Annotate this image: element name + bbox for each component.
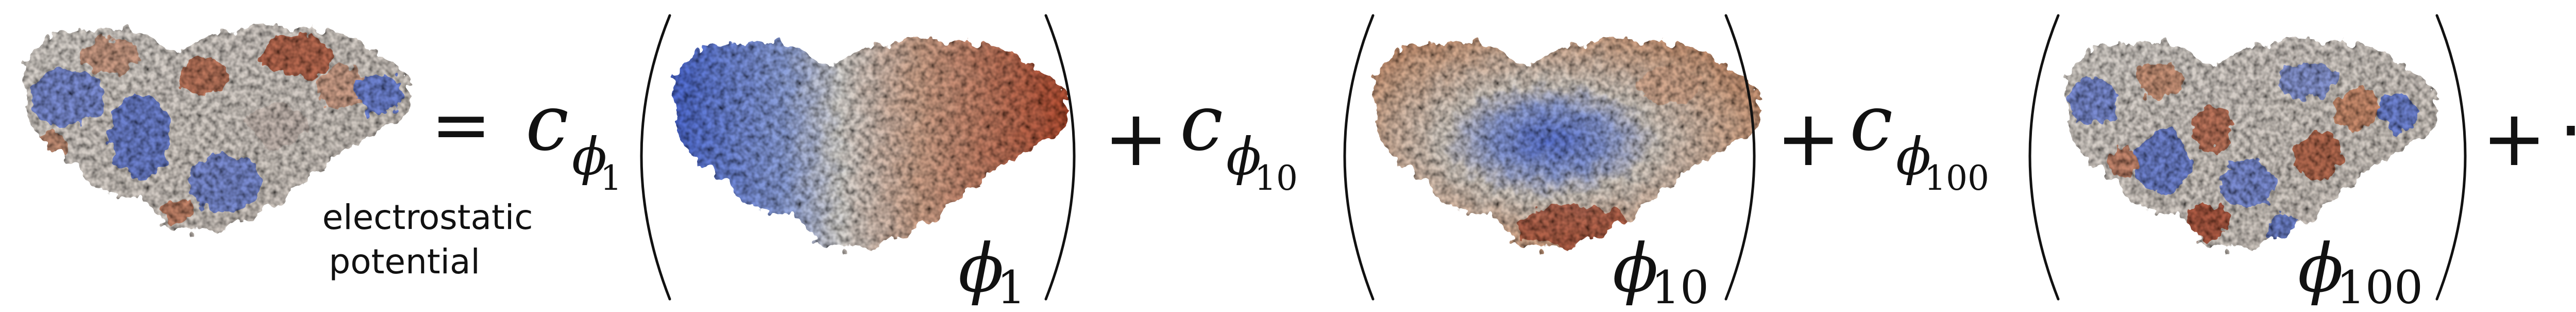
mode-1-subscript: 1 xyxy=(997,261,1026,312)
coefficient-100-subscript: 100 xyxy=(1924,158,1989,198)
coefficient-1-phi: ϕ xyxy=(572,126,607,187)
protein-surface-mode-10-icon xyxy=(1372,39,1765,250)
plus-sign-2: + xyxy=(1776,94,1841,184)
coefficient-100-letter: c xyxy=(1850,78,1893,168)
protein-surface-electrostatic-icon xyxy=(22,25,415,233)
left-paren-1 xyxy=(640,14,671,301)
mode-10-subscript: 10 xyxy=(1651,261,1709,312)
equals-sign: = xyxy=(431,83,491,167)
mode-100-phi: ϕ xyxy=(2298,229,2344,307)
right-paren-2 xyxy=(1724,14,1756,301)
coefficient-10-letter: c xyxy=(1180,78,1223,168)
protein-surface-mode-100-icon xyxy=(2064,39,2442,250)
coefficient-100-phi: ϕ xyxy=(1896,126,1931,187)
right-paren-1 xyxy=(1044,14,1076,301)
plus-sign-1: + xyxy=(1104,94,1168,184)
protein-surface-mode-1-icon xyxy=(672,39,1073,250)
mode-100-subscript: 100 xyxy=(2336,261,2423,312)
left-paren-3 xyxy=(2028,14,2060,301)
coefficient-10-phi: ϕ xyxy=(1226,126,1261,187)
coefficient-1-letter: c xyxy=(526,78,569,168)
mode-1-phi: ϕ xyxy=(958,229,1004,307)
coefficient-10-subscript: 10 xyxy=(1255,158,1298,198)
left-paren-2 xyxy=(1343,14,1375,301)
coefficient-1-subscript: 1 xyxy=(600,158,622,198)
lhs-caption-line1: electrostatic xyxy=(323,198,533,237)
mode-10-phi: ϕ xyxy=(1613,229,1658,307)
right-paren-3 xyxy=(2435,14,2467,301)
lhs-caption-line2: potential xyxy=(329,242,480,282)
plus-sign-3: + xyxy=(2482,94,2547,184)
ellipsis: ⋯ xyxy=(2558,84,2576,173)
